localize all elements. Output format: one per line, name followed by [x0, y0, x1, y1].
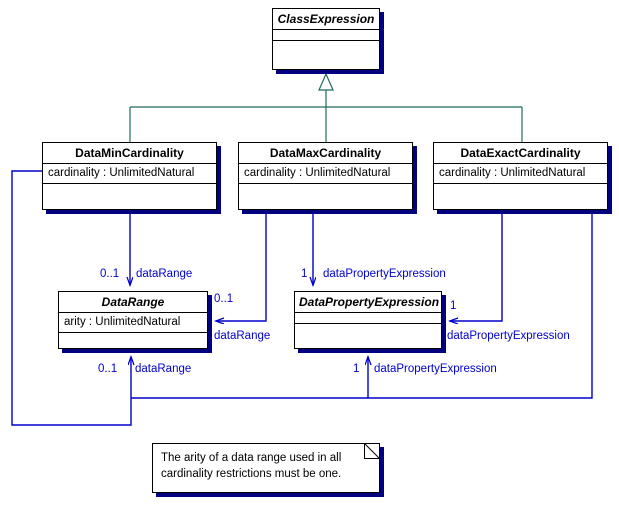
association-role-exact-to-datapropertyexpression-bottom: dataPropertyExpression — [374, 363, 497, 375]
note-text: The arity of a data range used in all ca… — [161, 452, 342, 480]
class-name-data-range: DataRange — [59, 292, 207, 313]
generalization-triangle — [318, 72, 334, 91]
association-role-max-to-datarange: dataRange — [214, 330, 271, 342]
class-operations-data-min-cardinality — [43, 184, 216, 206]
association-role-min-to-datarange: dataRange — [136, 268, 193, 280]
association-multiplicity-min-to-datarange-bottom: 0..1 — [98, 363, 118, 375]
class-attribute-data-exact-cardinality: cardinality : UnlimitedNatural — [434, 164, 607, 184]
class-box-data-property-expression[interactable]: DataPropertyExpression — [294, 291, 442, 349]
association-role-exact-to-datapropertyexpression-right: dataPropertyExpression — [447, 330, 570, 342]
class-attribute-data-range: arity : UnlimitedNatural — [59, 313, 207, 333]
association-multiplicity-max-to-datapropertyexpression: 1 — [301, 268, 308, 280]
class-name-data-max-cardinality: DataMaxCardinality — [239, 143, 412, 164]
class-operations-data-range — [59, 333, 207, 355]
association-multiplicity-max-to-datarange: 0..1 — [214, 293, 234, 305]
class-box-data-max-cardinality[interactable]: DataMaxCardinality cardinality : Unlimit… — [238, 142, 413, 210]
class-operations-data-property-expression — [295, 324, 441, 346]
class-attributes-class-expression — [273, 30, 379, 41]
class-attribute-data-max-cardinality: cardinality : UnlimitedNatural — [239, 164, 412, 184]
class-attributes-data-property-expression — [295, 313, 441, 324]
class-operations-data-max-cardinality — [239, 184, 412, 206]
class-operations-data-exact-cardinality — [434, 184, 607, 206]
class-attribute-data-min-cardinality: cardinality : UnlimitedNatural — [43, 164, 216, 184]
class-box-data-range[interactable]: DataRange arity : UnlimitedNatural — [58, 291, 208, 349]
class-name-data-property-expression: DataPropertyExpression — [295, 292, 441, 313]
association-multiplicity-exact-to-datapropertyexpression-bottom: 1 — [353, 363, 360, 375]
note-arity-constraint[interactable]: The arity of a data range used in all ca… — [152, 443, 380, 493]
note-fold-line — [364, 443, 380, 459]
class-box-class-expression[interactable]: ClassExpression — [272, 8, 380, 70]
association-multiplicity-exact-to-datapropertyexpression-right: 1 — [450, 300, 457, 312]
association-multiplicity-min-to-datarange: 0..1 — [100, 268, 120, 280]
class-box-data-exact-cardinality[interactable]: DataExactCardinality cardinality : Unlim… — [433, 142, 608, 210]
association-exact-to-datapropertyexpression-right — [450, 210, 503, 321]
association-role-max-to-datapropertyexpression: dataPropertyExpression — [323, 268, 446, 280]
generalization-tree — [129, 72, 523, 142]
class-name-class-expression: ClassExpression — [273, 9, 379, 30]
class-operations-class-expression — [273, 41, 379, 63]
class-box-data-min-cardinality[interactable]: DataMinCardinality cardinality : Unlimit… — [42, 142, 217, 210]
class-name-data-exact-cardinality: DataExactCardinality — [434, 143, 607, 164]
class-name-data-min-cardinality: DataMinCardinality — [43, 143, 216, 164]
association-role-min-to-datarange-bottom: dataRange — [135, 363, 192, 375]
